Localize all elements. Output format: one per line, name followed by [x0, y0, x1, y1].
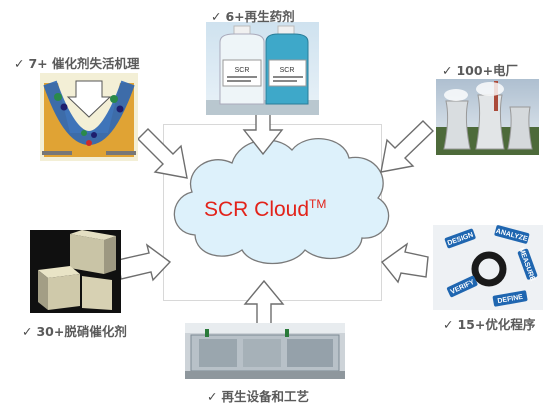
arrow-top-left — [137, 128, 188, 179]
bottle-right-label: SCR — [280, 67, 295, 74]
label-power-plants: ✓100+电厂 — [442, 60, 518, 79]
check-icon: ✓ — [442, 63, 453, 78]
label-power-plants-text: 100+电厂 — [456, 63, 519, 78]
label-regenerants: ✓6+再生药剂 — [211, 6, 295, 25]
cloud-title: SCR CloudTM — [204, 197, 326, 222]
arrow-right — [380, 242, 429, 284]
check-icon: ✓ — [14, 56, 25, 71]
label-catalysts-text: 30+脱硝催化剂 — [36, 324, 127, 339]
label-regenerants-text: 6+再生药剂 — [225, 9, 295, 24]
deactivation-diagram-image — [40, 73, 138, 161]
arrow-top-right — [380, 120, 434, 173]
arrow-left — [117, 243, 172, 282]
catalyst-blocks-image — [30, 230, 121, 313]
arrow-bottom — [243, 279, 285, 325]
label-catalysts: ✓30+脱硝催化剂 — [22, 321, 127, 340]
regenerant-bottles-image: SCR SCR — [206, 22, 319, 115]
label-programs: ✓15+优化程序 — [443, 314, 535, 333]
check-icon: ✓ — [207, 389, 218, 404]
label-deactivation-text: 7+ 催化剂失活机理 — [28, 56, 140, 71]
label-equipment: ✓再生设备和工艺 — [207, 386, 309, 405]
label-deactivation: ✓7+ 催化剂失活机理 — [14, 53, 140, 72]
label-equipment-text: 再生设备和工艺 — [221, 389, 309, 404]
cycle-define: DEFINE — [497, 294, 524, 305]
label-programs-text: 15+优化程序 — [457, 317, 536, 332]
bottle-left-label: SCR — [235, 67, 250, 74]
check-icon: ✓ — [211, 9, 222, 24]
cloud-title-tm: TM — [309, 197, 327, 211]
power-plant-image — [436, 79, 539, 155]
arrow-top — [242, 111, 284, 156]
optimization-cycle-image: DESIGN ANALYZE MEASURE VERIFY DEFINE — [433, 225, 543, 310]
regeneration-equipment-image — [185, 323, 345, 379]
check-icon: ✓ — [22, 324, 33, 339]
cloud-title-text: SCR Cloud — [204, 198, 310, 221]
check-icon: ✓ — [443, 317, 454, 332]
